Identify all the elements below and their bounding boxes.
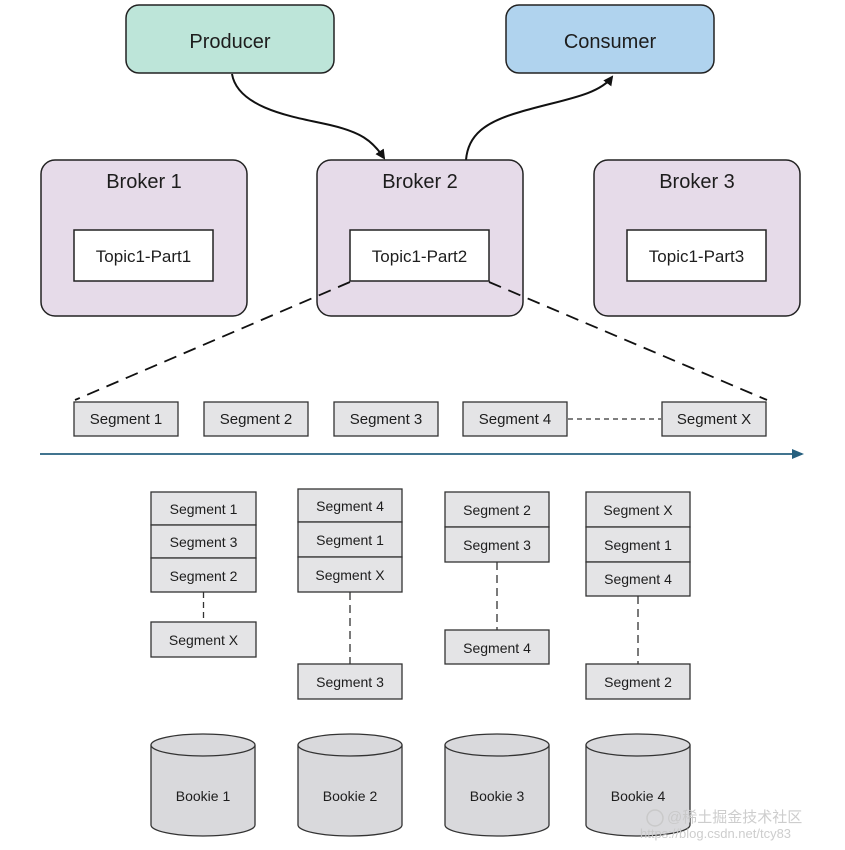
broker-3-partition-box (626, 229, 767, 282)
bookie-4-tail-segment-box (585, 663, 691, 700)
partition-segment-1-box (73, 401, 179, 437)
bookie-2-segment-label: Segment 1 (316, 532, 384, 548)
broker-1-partition-label: Topic1-Part1 (96, 247, 191, 266)
bookie-2-label: Bookie 2 (323, 788, 378, 804)
bookie-4-segment-label: Segment 4 (604, 571, 672, 587)
partition-expand-line-right (488, 281, 768, 401)
partition-segment-4-box (462, 401, 568, 437)
bookie-1-cylinder-body (150, 745, 256, 837)
partition-segment-x-label: Segment X (677, 411, 751, 428)
bookie-2-cylinder-body (297, 745, 403, 837)
bookie-4-cylinder-top (585, 733, 691, 757)
consumer-box (505, 4, 715, 74)
partition-segment-3-label: Segment 3 (350, 411, 423, 428)
bookie-1-segment-label: Segment 2 (170, 568, 238, 584)
bookie-3-segment-box (444, 491, 550, 528)
broker-1: Broker 1 Topic1-Part1 (40, 159, 248, 317)
bookie-2-segment-label: Segment 4 (316, 498, 384, 514)
bookie-3-segment-label: Segment 2 (463, 502, 531, 518)
bookie-3-tail-segment-label: Segment 4 (463, 640, 531, 656)
partition-segment-2-label: Segment 2 (220, 411, 293, 428)
partition-segment-2-box (203, 401, 309, 437)
partition-segment-row: Segment 1 Segment 2 Segment 3 Segment 4 … (73, 401, 767, 437)
bookie-1-segment-box (150, 491, 257, 526)
wechat-icon (646, 809, 664, 827)
broker-2-label: Broker 2 (382, 171, 458, 193)
bookie-3-segment-label: Segment 3 (463, 537, 531, 553)
bookie-1-cylinder-top (150, 733, 256, 757)
broker-2-partition-label: Topic1-Part2 (372, 247, 467, 266)
bookie-2-segments: Segment 4 Segment 1 Segment X Segment 3 (297, 488, 403, 700)
bookie-3-tail-segment-box (444, 629, 550, 665)
partition-segment-3-box (333, 401, 439, 437)
broker-3-partition-label: Topic1-Part3 (649, 247, 744, 266)
bookie-3-label: Bookie 3 (470, 788, 525, 804)
bookie-2-segment-box (297, 488, 403, 523)
bookie-4-segment-box (585, 561, 691, 597)
broker-1-partition-box (73, 229, 214, 282)
bookie-4-segment-box (585, 491, 691, 528)
producer-node: Producer (125, 4, 335, 74)
broker-3-label: Broker 3 (659, 171, 735, 193)
broker-2: Broker 2 Topic1-Part2 (316, 159, 524, 317)
bookie-3-segments: Segment 2 Segment 3 Segment 4 (444, 491, 550, 665)
bookie-1-tail-segment-box (150, 621, 257, 658)
bookie-2-tail-segment-box (297, 663, 403, 700)
bookie-1-segment-label: Segment 1 (170, 501, 238, 517)
partition-segment-4-label: Segment 4 (479, 411, 552, 428)
bookie-1-segments: Segment 1 Segment 3 Segment 2 Segment X (150, 491, 257, 658)
watermark-url: https://blog.csdn.net/tcy83 (640, 826, 791, 841)
bookie-3-cylinder: Bookie 3 (444, 733, 550, 837)
bookie-1-segment-box (150, 557, 257, 593)
bookie-1-segment-label: Segment 3 (170, 534, 238, 550)
consumer-label: Consumer (564, 31, 657, 53)
bookie-4-tail-segment-label: Segment 2 (604, 674, 672, 690)
broker-2-partition-box (349, 229, 490, 282)
partition-segment-1-label: Segment 1 (90, 411, 163, 428)
producer-box (125, 4, 335, 74)
bookie-1-label: Bookie 1 (176, 788, 231, 804)
bookie-2-segment-label: Segment X (315, 567, 385, 583)
bookie-3-cylinder-top (444, 733, 550, 757)
bookie-4-label: Bookie 4 (611, 788, 666, 804)
broker2-to-consumer-arrow (465, 75, 614, 161)
bookie-4-segments: Segment X Segment 1 Segment 4 Segment 2 (585, 491, 691, 700)
bookie-4-cylinder-body (585, 745, 691, 837)
bookie-1-tail-segment-label: Segment X (169, 632, 239, 648)
bookie-2-cylinder-top (297, 733, 403, 757)
bookie-3-cylinder-body (444, 745, 550, 837)
partition-expand-line-left (74, 281, 351, 401)
bookie-4-segment-label: Segment X (603, 502, 673, 518)
partition-segment-x-box (661, 401, 767, 437)
watermark: @稀土掘金技术社区 https://blog.csdn.net/tcy83 (640, 809, 802, 841)
bookie-1-cylinder: Bookie 1 (150, 733, 256, 837)
bookie-4-segment-box (585, 526, 691, 563)
broker-3: Broker 3 Topic1-Part3 (593, 159, 801, 317)
bookie-2-cylinder: Bookie 2 (297, 733, 403, 837)
broker-1-label: Broker 1 (106, 171, 182, 193)
watermark-text: @稀土掘金技术社区 (667, 809, 802, 826)
producer-label: Producer (189, 31, 270, 53)
bookie-1-segment-box (150, 524, 257, 559)
bookie-4-cylinder: Bookie 4 (585, 733, 691, 837)
consumer-node: Consumer (505, 4, 715, 74)
bookie-3-segment-box (444, 526, 550, 563)
producer-to-broker2-arrow (231, 73, 386, 160)
bookie-4-segment-label: Segment 1 (604, 537, 672, 553)
bookie-2-tail-segment-label: Segment 3 (316, 674, 384, 690)
